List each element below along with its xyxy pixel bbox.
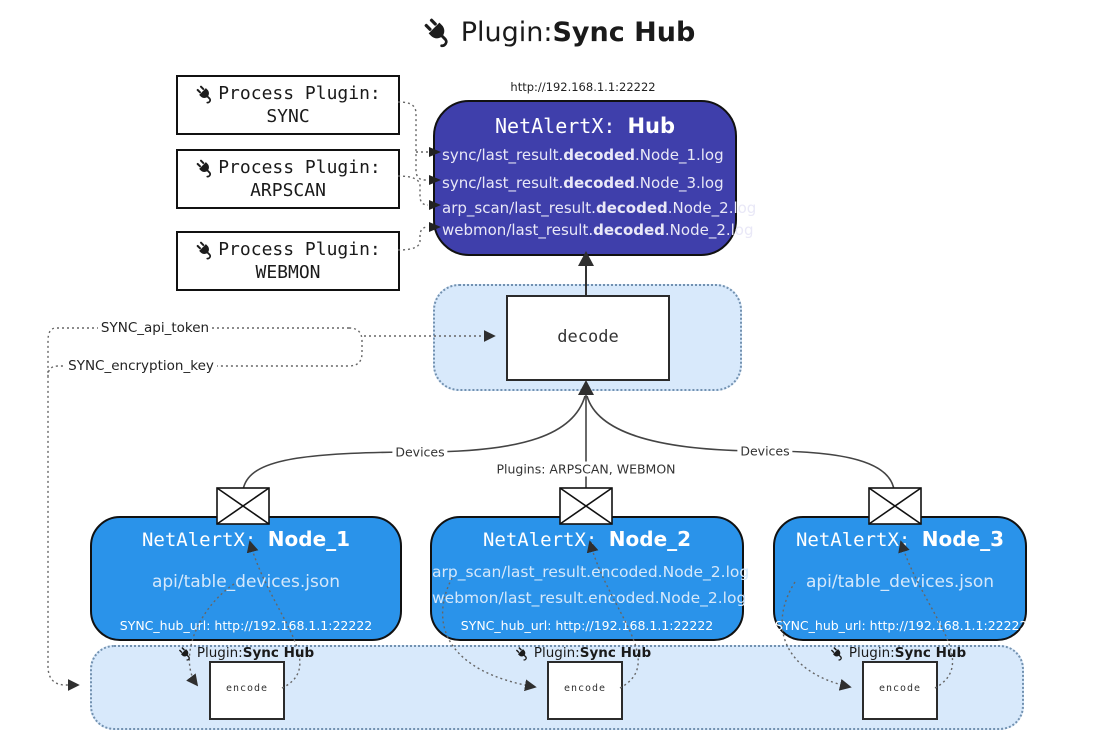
plug-icon bbox=[422, 16, 454, 48]
band-plugin-label-1: Plugin: Sync Hub bbox=[178, 645, 314, 661]
process-plugin-name: SYNC bbox=[266, 106, 310, 127]
band-plugin-label-2: Plugin: Sync Hub bbox=[515, 645, 651, 661]
node-file-line: api/table_devices.json bbox=[805, 572, 995, 592]
sync-api-token-label: SYNC_api_token bbox=[97, 320, 213, 336]
edges-plugins-to-hub bbox=[397, 101, 429, 251]
node-file-line: api/table_devices.json bbox=[151, 572, 341, 592]
node-title: NetAlertX: Node_2 bbox=[482, 527, 692, 551]
node-hub-url: SYNC_hub_url: http://192.168.1.1:22222 bbox=[775, 618, 1028, 633]
page-title-name: Sync Hub bbox=[552, 16, 696, 48]
process-plugin-arpscan: Process Plugin: ARPSCAN bbox=[176, 149, 400, 209]
plug-icon bbox=[515, 646, 530, 661]
band-plugin-label-3: Plugin: Sync Hub bbox=[830, 645, 966, 661]
node-title: NetAlertX: Node_1 bbox=[141, 527, 351, 551]
node-hub-url: SYNC_hub_url: http://192.168.1.1:22222 bbox=[119, 618, 373, 633]
plug-icon bbox=[178, 646, 193, 661]
process-plugin-label: Process Plugin: bbox=[218, 157, 381, 178]
hub-log-row: sync/last_result.decoded.Node_3.log bbox=[442, 174, 724, 192]
node-3-box: NetAlertX: Node_3 api/table_devices.json… bbox=[773, 516, 1027, 641]
decode-box: decode bbox=[506, 295, 670, 381]
page-title-prefix: Plugin: bbox=[460, 16, 553, 48]
hub-title-name: Hub bbox=[627, 114, 675, 138]
process-plugin-label: Process Plugin: bbox=[218, 83, 381, 104]
process-plugin-name: ARPSCAN bbox=[250, 180, 326, 201]
hub-title: NetAlertX: Hub bbox=[435, 114, 735, 138]
process-plugin-sync: Process Plugin: SYNC bbox=[176, 75, 400, 135]
node-title: NetAlertX: Node_3 bbox=[795, 527, 1005, 551]
node-1-box: NetAlertX: Node_1 api/table_devices.json… bbox=[90, 516, 402, 641]
edge-label-devices-right: Devices bbox=[737, 443, 793, 459]
hub-log-row: webmon/last_result.decoded.Node_2.log bbox=[442, 221, 754, 239]
encode-box-2: encode bbox=[547, 661, 623, 720]
edge-label-devices-left: Devices bbox=[392, 444, 448, 460]
encode-box-1: encode bbox=[209, 661, 285, 720]
hub-box: NetAlertX: Hub sync/last_result.decoded.… bbox=[433, 100, 756, 256]
node-file-line: arp_scan/last_result.encoded.Node_2.log bbox=[432, 563, 750, 581]
sync-encryption-key-label: SYNC_encryption_key bbox=[65, 358, 217, 374]
node-file-line: webmon/last_result.encoded.Node_2.log bbox=[432, 589, 747, 607]
node-hub-url: SYNC_hub_url: http://192.168.1.1:22222 bbox=[460, 618, 714, 633]
process-plugin-webmon: Process Plugin: WEBMON bbox=[176, 231, 400, 291]
hub-url: http://192.168.1.1:22222 bbox=[510, 80, 656, 94]
node-2-box: NetAlertX: Node_2 arp_scan/last_result.e… bbox=[430, 516, 750, 641]
hub-title-prefix: NetAlertX: bbox=[494, 114, 628, 138]
hub-log-row: sync/last_result.decoded.Node_1.log bbox=[442, 146, 724, 164]
plug-icon bbox=[830, 646, 845, 661]
plug-icon bbox=[195, 84, 215, 104]
plug-icon bbox=[195, 240, 215, 260]
hub-log-row: arp_scan/last_result.decoded.Node_2.log bbox=[442, 199, 757, 217]
page-title: Plugin: Sync Hub bbox=[0, 16, 1117, 48]
plug-icon bbox=[195, 158, 215, 178]
encode-box-3: encode bbox=[862, 661, 938, 720]
process-plugin-label: Process Plugin: bbox=[218, 239, 381, 260]
process-plugin-name: WEBMON bbox=[255, 262, 321, 283]
edge-label-plugins-mid: Plugins: ARPSCAN, WEBMON bbox=[493, 461, 679, 477]
